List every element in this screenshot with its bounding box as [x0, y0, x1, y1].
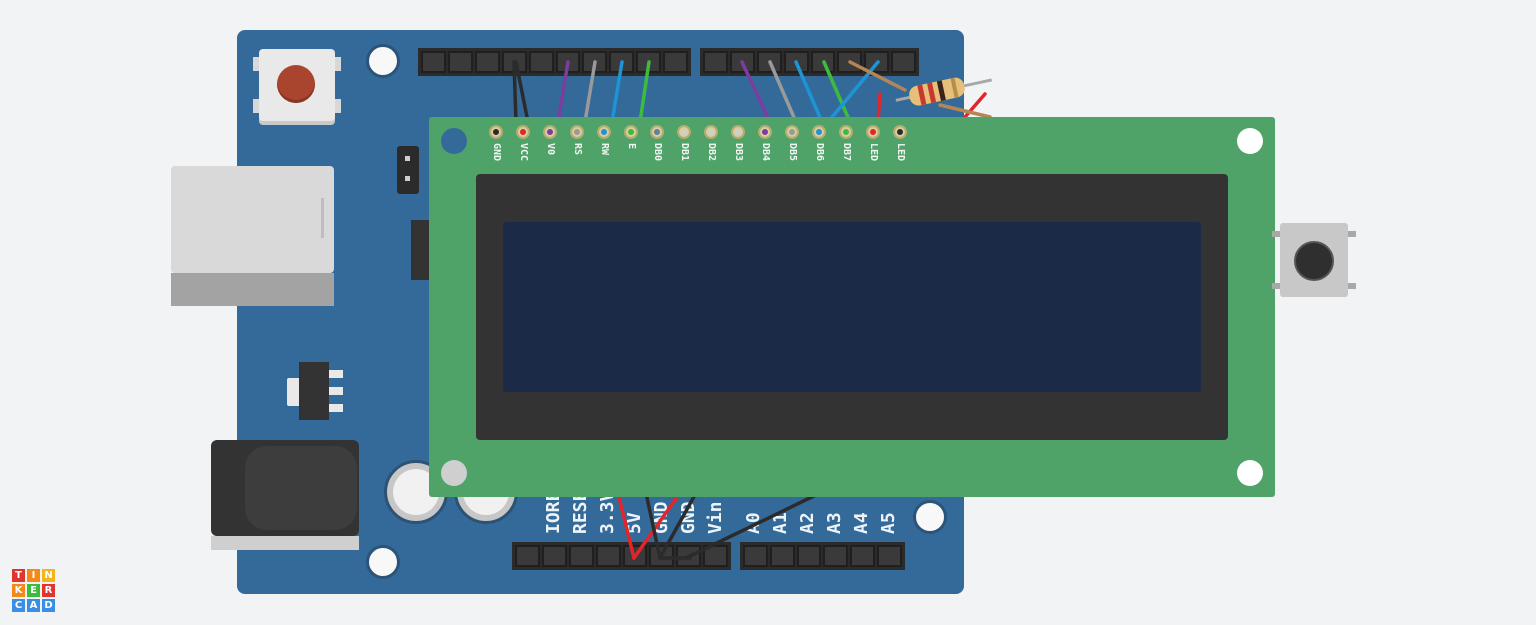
lcd-pin[interactable]	[677, 125, 692, 139]
wire-red-2	[963, 92, 987, 119]
lcd-pin[interactable]	[758, 125, 772, 139]
lcd-pin-label: DB0	[652, 143, 664, 162]
logo-tile: I	[27, 569, 40, 582]
usb-port[interactable]	[171, 166, 334, 306]
digital-header-left[interactable]	[418, 48, 691, 76]
ic-chip	[411, 220, 431, 280]
pushbutton-cap[interactable]	[1294, 241, 1334, 281]
analog-pin-label: A1	[770, 512, 791, 534]
lcd-pin-label: DB4	[760, 143, 771, 162]
lcd-pin-label: DB5	[786, 143, 798, 162]
lcd-pin-label: DB3	[733, 143, 745, 162]
lcd-pin[interactable]	[650, 125, 665, 139]
logo-tile: K	[12, 584, 25, 597]
lcd-pin-label: RW	[598, 143, 610, 156]
mounting-hole	[366, 44, 400, 78]
lcd-pin-label: DB2	[706, 143, 718, 162]
lcd-mounting-hole	[1237, 128, 1263, 154]
lcd-pin[interactable]	[596, 125, 611, 139]
lcd-pin-label: GND	[491, 143, 502, 162]
logo-tile: D	[42, 599, 55, 612]
lcd-pin-label: VCC	[517, 143, 529, 162]
power-pin-label: Vin	[705, 501, 726, 534]
lcd-pin-label: DB7	[840, 143, 852, 162]
power-pin-label: 5V	[624, 512, 645, 534]
logo-tile: R	[42, 584, 55, 597]
icsp-header[interactable]	[397, 146, 419, 194]
mounting-hole	[366, 545, 400, 579]
lcd-mounting-hole	[441, 460, 467, 486]
reset-button-cap[interactable]	[277, 65, 315, 103]
lcd-pin[interactable]	[542, 125, 557, 139]
reset-button[interactable]	[253, 49, 341, 121]
lcd-pin-label: DB6	[813, 143, 825, 162]
mounting-hole	[913, 500, 947, 534]
lcd-pin[interactable]	[569, 125, 584, 139]
logo-tile: N	[42, 569, 55, 582]
logo-tile: A	[27, 599, 40, 612]
power-pin-label: GND	[651, 501, 672, 534]
lcd-mounting-hole	[1237, 460, 1263, 486]
lcd-pin-label: E	[625, 143, 637, 150]
lcd-pin-label: RS	[571, 143, 583, 156]
logo-tile: E	[27, 584, 40, 597]
analog-pin-label: A3	[824, 512, 845, 534]
voltage-regulator	[287, 360, 347, 422]
lcd-pin[interactable]	[865, 125, 880, 139]
dc-power-jack[interactable]	[211, 440, 359, 550]
pushbutton[interactable]	[1272, 223, 1358, 297]
lcd-pin[interactable]	[731, 125, 746, 139]
logo-tile: T	[12, 569, 25, 582]
lcd-mounting-hole	[441, 128, 467, 154]
analog-pin-label: A2	[797, 512, 818, 534]
digital-header-right[interactable]	[700, 48, 919, 76]
lcd-pin-label: LED	[867, 143, 879, 162]
power-pin-label: GND	[678, 501, 699, 534]
lcd-bezel	[476, 174, 1228, 440]
lcd-pin[interactable]	[515, 125, 530, 139]
lcd-pin[interactable]	[784, 125, 799, 139]
lcd-pin-label: V0	[544, 143, 556, 156]
lcd-pin[interactable]	[489, 125, 503, 139]
lcd-pin-label: LED	[894, 143, 906, 162]
analog-pin-label: A0	[743, 512, 764, 534]
power-header[interactable]	[512, 542, 731, 570]
lcd-pin[interactable]	[892, 125, 907, 139]
power-pin-label: 3.3V	[597, 490, 618, 534]
lcd-pin[interactable]	[811, 125, 826, 139]
lcd-16x2-module[interactable]: GND VCC V0 RS RW E DB0 DB1 DB2 DB3 DB4 DB5 DB6 DB7 LED…	[429, 117, 1275, 497]
analog-pin-label: A5	[878, 512, 899, 534]
lcd-pin[interactable]	[623, 125, 638, 139]
analog-header[interactable]	[740, 542, 905, 570]
logo-tile: C	[12, 599, 25, 612]
analog-pin-label: A4	[851, 512, 872, 534]
lcd-pin-label: DB1	[679, 143, 691, 162]
lcd-pin[interactable]	[704, 125, 719, 139]
lcd-display	[503, 222, 1201, 392]
lcd-pin[interactable]	[838, 125, 853, 139]
